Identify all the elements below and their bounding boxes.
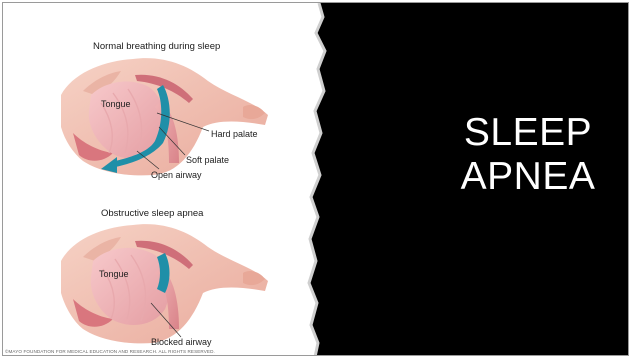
top-tongue-label: Tongue (101, 99, 131, 109)
hard-palate-label: Hard palate (211, 129, 258, 139)
slide-title: SLEEP APNEA (433, 111, 623, 199)
title-line-2: APNEA (433, 155, 623, 199)
soft-palate-label: Soft palate (186, 155, 229, 165)
open-airway-label: Open airway (151, 170, 202, 180)
blocked-airway-label: Blocked airway (151, 337, 212, 347)
bottom-tongue-label: Tongue (99, 269, 129, 279)
copyright-notice: ©MAYO FOUNDATION FOR MEDICAL EDUCATION A… (5, 349, 215, 354)
bottom-caption: Obstructive sleep apnea (101, 208, 203, 219)
top-caption: Normal breathing during sleep (93, 41, 220, 52)
title-line-1: SLEEP (433, 111, 623, 155)
